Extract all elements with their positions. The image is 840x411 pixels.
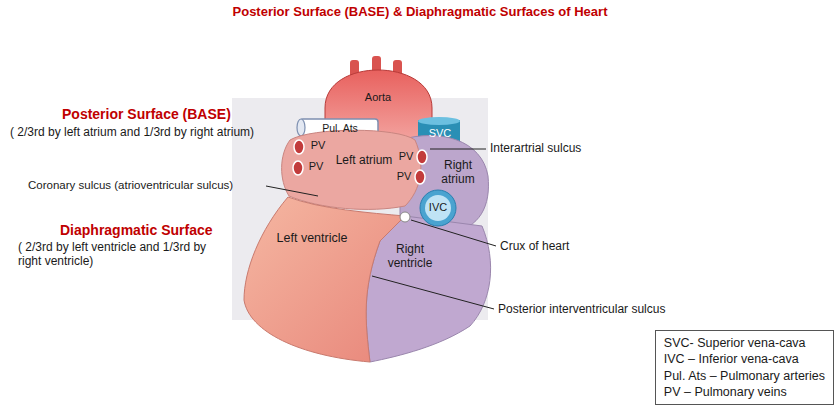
- part-label: PV: [309, 160, 324, 173]
- abbreviation-line: SVC- Superior vena-cava: [664, 335, 825, 351]
- abbreviation-line: PV – Pulmonary veins: [664, 384, 825, 400]
- part-label: Left atrium: [336, 153, 393, 167]
- right-ventricle: [366, 216, 490, 362]
- part-label: PV: [399, 150, 414, 163]
- part-label: Crux of heart: [500, 239, 569, 253]
- crux-dot: [400, 212, 410, 222]
- part-label: Left ventricle: [277, 231, 348, 246]
- left-atrium: [282, 130, 421, 209]
- part-label: IVC: [429, 201, 447, 214]
- surface-heading: Diaphragmatic Surface: [60, 222, 213, 239]
- title: Posterior Surface (BASE) & Diaphragmatic…: [233, 4, 608, 20]
- leader-lines: [266, 149, 496, 309]
- part-label: Right ventricle: [379, 242, 441, 271]
- part-label: Aorta: [365, 91, 391, 104]
- abbreviation-line: IVC – Inferior vena-cava: [664, 351, 825, 367]
- part-label: Coronary sulcus (atrioventricular sulcus…: [28, 179, 233, 193]
- part-label: Posterior interventricular sulcus: [498, 302, 665, 316]
- part-label: Right atrium: [432, 158, 484, 187]
- ivc: [420, 190, 456, 226]
- surface-note: ( 2/3rd by left atrium and 1/3rd by righ…: [10, 125, 254, 139]
- part-label: Pul. Ats: [322, 122, 358, 135]
- part-label: PV: [311, 139, 326, 152]
- abbreviation-line: Pul. Ats – Pulmonary arteries: [664, 368, 825, 384]
- surface-heading: Posterior Surface (BASE): [62, 106, 231, 123]
- surface-note: ( 2/3rd by left ventricle and 1/3rd by r…: [18, 240, 232, 269]
- part-label: Interartrial sulcus: [490, 141, 581, 155]
- pulmonary-veins: [293, 140, 427, 184]
- part-label: SVC: [429, 127, 452, 140]
- part-label: PV: [397, 170, 412, 183]
- abbreviation-box: SVC- Superior vena-cavaIVC – Inferior ve…: [655, 330, 834, 405]
- left-ventricle: [244, 197, 405, 362]
